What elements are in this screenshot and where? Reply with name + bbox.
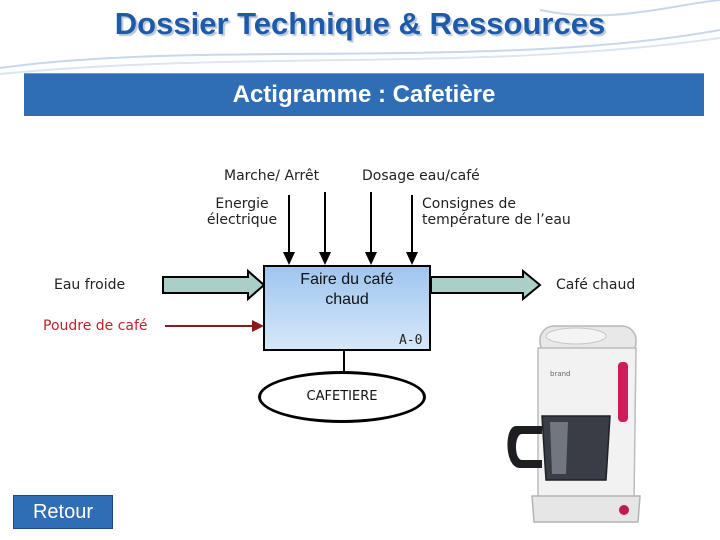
control-label-temperature: Consignes de température de l’eau (422, 196, 571, 228)
control-label-temperature-line2: température de l’eau (422, 212, 571, 228)
function-label: Faire du café chaud (263, 270, 431, 310)
coffee-maker-illustration: brand (498, 318, 648, 534)
control-arrow-dosage (365, 192, 377, 265)
input-arrow-powder (165, 320, 264, 332)
back-button[interactable]: Retour (13, 495, 113, 529)
svg-text:brand: brand (550, 370, 571, 378)
input-label-water: Eau froide (54, 277, 125, 293)
control-label-energy-line2: électrique (192, 212, 292, 228)
control-label-temperature-line1: Consignes de (422, 196, 571, 212)
control-label-dosage: Dosage eau/café (362, 168, 480, 184)
function-code: A-0 (399, 333, 422, 348)
output-label-coffee: Café chaud (556, 277, 635, 293)
function-label-line1: Faire du café (263, 270, 431, 290)
input-label-powder: Poudre de café (43, 318, 148, 334)
control-arrow-temperature (406, 195, 418, 265)
function-label-line2: chaud (263, 290, 431, 310)
output-arrow-coffee (431, 271, 540, 299)
control-label-on-off: Marche/ Arrêt (224, 168, 319, 184)
control-label-energy-line1: Energie (192, 196, 292, 212)
control-arrow-on-off (319, 192, 331, 265)
support-label: CAFETIERE (258, 389, 426, 404)
input-arrow-water (163, 271, 264, 299)
control-label-energy: Energie électrique (192, 196, 292, 228)
